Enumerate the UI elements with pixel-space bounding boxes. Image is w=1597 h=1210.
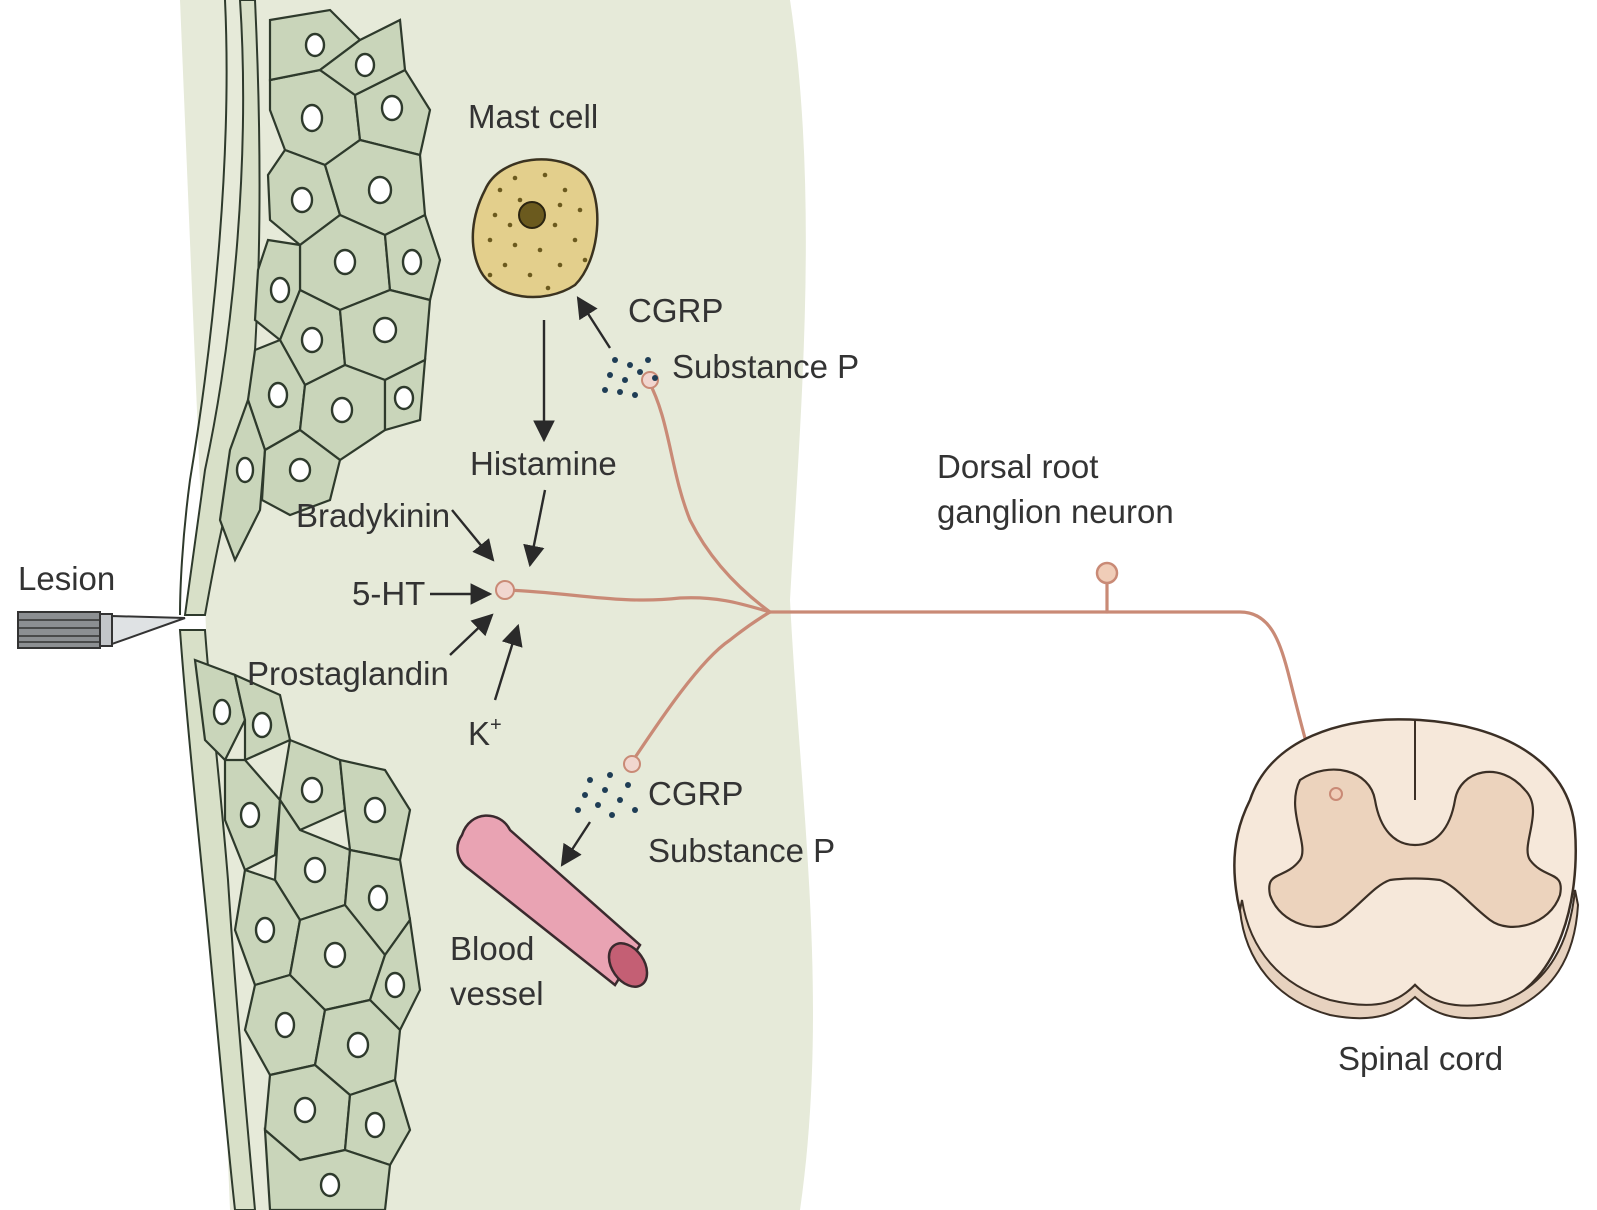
label-cgrp-bottom: CGRP (648, 775, 743, 812)
label-substance-p-bottom: Substance P (648, 832, 835, 869)
scalpel-icon (18, 612, 185, 648)
label-substance-p-top: Substance P (672, 348, 859, 385)
label-bradykinin: Bradykinin (296, 497, 450, 534)
label-lesion: Lesion (18, 560, 115, 597)
label-blood-vessel-line2: vessel (450, 975, 544, 1012)
free-nerve-ending-lesion (496, 581, 514, 599)
label-histamine: Histamine (470, 445, 617, 482)
label-drg-line2: ganglion neuron (937, 493, 1174, 530)
label-cgrp-top: CGRP (628, 292, 723, 329)
label-mast-cell: Mast cell (468, 98, 598, 135)
label-5ht: 5-HT (352, 575, 425, 612)
spinal-cord (1234, 719, 1578, 1018)
mast-cell (473, 159, 598, 297)
label-drg-line1: Dorsal root (937, 448, 1098, 485)
label-blood-vessel-line1: Blood (450, 930, 534, 967)
label-prostaglandin: Prostaglandin (247, 655, 449, 692)
dorsal-root-ganglion-cell-body (1097, 563, 1117, 583)
label-spinal-cord: Spinal cord (1338, 1040, 1503, 1077)
nerve-terminal-bottom (624, 756, 640, 772)
